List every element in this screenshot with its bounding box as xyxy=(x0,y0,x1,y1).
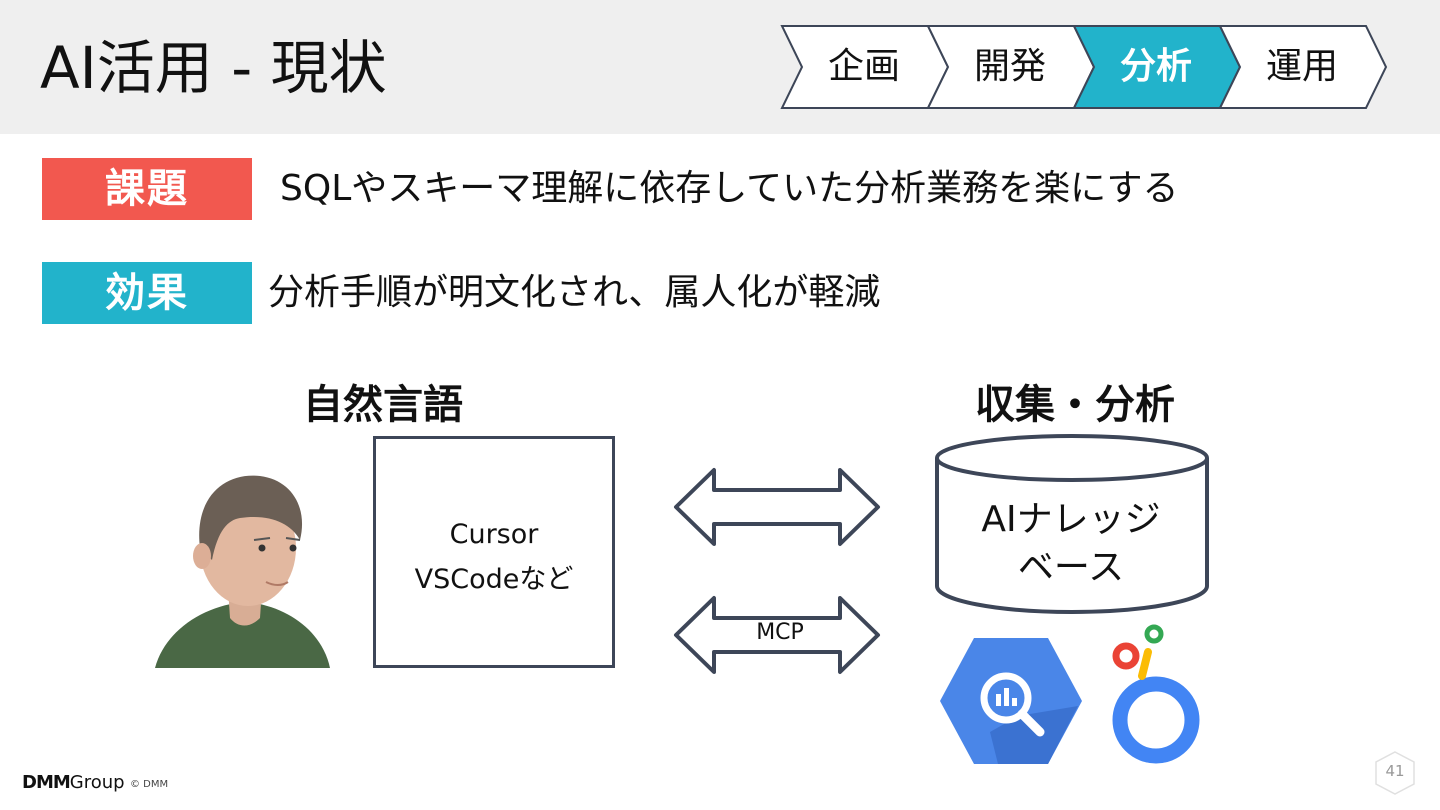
knowledge-base-line1: AIナレッジ xyxy=(936,490,1206,542)
step-label-develop: 開発 xyxy=(950,24,1070,110)
process-steps: 企画 開発 分析 運用 xyxy=(780,24,1390,110)
step-label-operate: 運用 xyxy=(1242,24,1362,110)
editor-line-vscode: VSCodeなど xyxy=(376,557,612,596)
logo-group: Group xyxy=(70,772,125,793)
collect-analyze-heading: 収集・分析 xyxy=(975,372,1175,430)
logo-dmm: DMM xyxy=(22,772,70,793)
looker-icon xyxy=(1104,620,1208,770)
effect-text: 分析手順が明文化され、属人化が軽減 xyxy=(268,262,880,324)
issue-tag: 課題 xyxy=(42,158,252,220)
page-title: AI活用 - 現状 xyxy=(40,28,387,108)
editor-box: Cursor VSCodeなど xyxy=(373,436,615,668)
dmm-group-logo: DMMGroup xyxy=(22,772,125,793)
double-arrow-top xyxy=(676,470,878,544)
double-arrow-icon xyxy=(672,464,884,678)
person-icon xyxy=(150,470,335,670)
effect-tag: 効果 xyxy=(42,262,252,324)
step-label-plan: 企画 xyxy=(804,24,924,110)
editor-line-cursor: Cursor xyxy=(376,519,612,550)
bigquery-icon xyxy=(938,636,1084,766)
copyright-text: © DMM xyxy=(130,779,168,790)
page-number: 41 xyxy=(1377,762,1413,780)
issue-text: SQLやスキーマ理解に依存していた分析業務を楽にする xyxy=(280,158,1179,220)
knowledge-base-line2: ベース xyxy=(936,538,1206,590)
natural-language-heading: 自然言語 xyxy=(303,372,463,430)
step-label-analyze: 分析 xyxy=(1096,24,1216,110)
mcp-label: MCP xyxy=(740,620,820,645)
